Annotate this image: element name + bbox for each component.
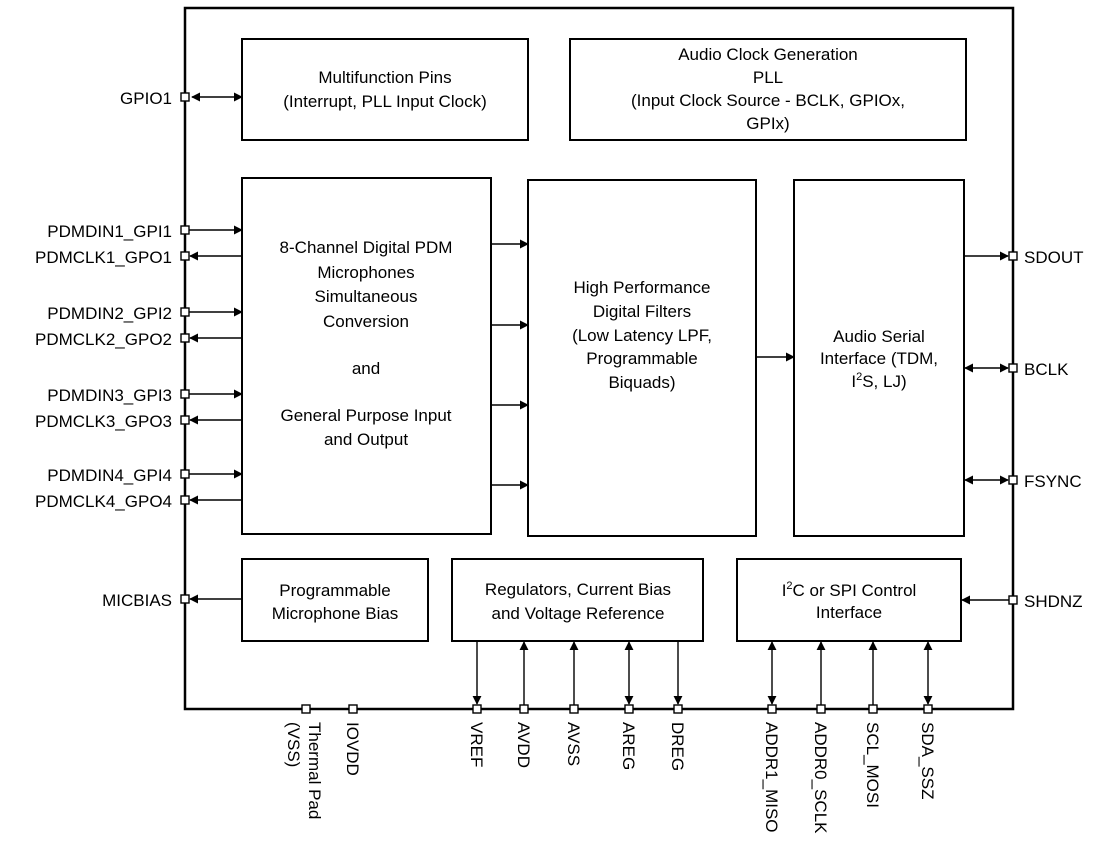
block-label: Microphone Bias [272,604,399,623]
pin-sdout [1008,251,1018,261]
left-pins: GPIO1 PDMDIN1_GPI1 PDMCLK1_GPO1 PDMDIN2_… [35,89,243,610]
pin-label-addr1-miso: ADDR1_MISO [762,722,781,833]
pdm-microphones-block: 8-Channel Digital PDM Microphones Simult… [241,177,492,535]
block-label: Audio Clock Generation [678,45,858,64]
pin-label-dreg: DREG [668,722,687,771]
block-label: High Performance [573,278,710,297]
block-label: Simultaneous [314,287,417,306]
pin-pdmdin3 [180,389,190,399]
block-label: Conversion [323,312,409,331]
block-label: Digital Filters [593,302,691,321]
pin-pdmclk4 [180,495,190,505]
audio-serial-interface-block: Audio Serial Interface (TDM, I2S, LJ) [793,179,965,537]
pin-vref [472,704,482,714]
pin-thermal-pad [301,704,311,714]
block-label: and Output [324,430,408,449]
block-label: Programmable [279,581,391,600]
block-label: Interface (TDM, [820,349,938,368]
block-label: Audio Serial [833,327,925,346]
pin-micbias [180,594,190,604]
block-label: Microphones [317,263,414,282]
pin-pdmclk3 [180,415,190,425]
block-label: Regulators, Current Bias [485,580,671,599]
pin-shdnz [1008,595,1018,605]
pin-pdmdin2 [180,307,190,317]
pin-label-fsync: FSYNC [1024,472,1082,491]
pin-label-thermal-pad: Thermal Pad [305,722,324,819]
control-interface-block: I2C or SPI Control Interface [736,558,962,642]
pin-scl-mosi [868,704,878,714]
pin-label-iovdd: IOVDD [343,722,362,776]
pin-avss [569,704,579,714]
block-label: 8-Channel Digital PDM [280,238,453,257]
pin-label-micbias: MICBIAS [102,591,172,610]
pin-label-sdout: SDOUT [1024,248,1084,267]
block-label: (Interrupt, PLL Input Clock) [283,92,486,111]
multifunction-pins-block: Multifunction Pins (Interrupt, PLL Input… [241,38,529,141]
block-label: and [352,359,380,378]
bottom-pins: (VSS) Thermal Pad IOVDD VREF AVDD AVSS A… [284,641,937,834]
pin-label-avdd: AVDD [514,722,533,768]
block-label: Interface [816,603,882,622]
pin-label-shdnz: SHDNZ [1024,592,1083,611]
pin-pdmdin4 [180,469,190,479]
pin-label-sda-ssz: SDA_SSZ [918,722,937,799]
pin-label-avss: AVSS [564,722,583,766]
block-label: I2C or SPI Control [782,580,917,600]
pin-sda-ssz [923,704,933,714]
block-label: General Purpose Input [280,406,451,425]
pin-label-bclk: BCLK [1024,360,1069,379]
block-label: Multifunction Pins [318,68,451,87]
block-label: (Input Clock Source - BCLK, GPIOx, [631,91,905,110]
block-label: Programmable [586,349,698,368]
block-label: I2S, LJ) [851,371,906,391]
pin-label-pdmclk3: PDMCLK3_GPO3 [35,412,172,431]
right-pins: SDOUT BCLK FSYNC SHDNZ [961,248,1084,611]
pin-pdmclk2 [180,333,190,343]
pin-bclk [1008,363,1018,373]
block-label: GPIx) [746,114,789,133]
pin-label-pdmclk1: PDMCLK1_GPO1 [35,248,172,267]
pin-dreg [673,704,683,714]
audio-clock-block: Audio Clock Generation PLL (Input Clock … [569,38,967,141]
pin-label-scl-mosi: SCL_MOSI [863,722,882,808]
block-label: (Low Latency LPF, [572,326,712,345]
pin-gpio1 [180,92,190,102]
pin-label-pdmclk2: PDMCLK2_GPO2 [35,330,172,349]
pin-label-pdmdin2: PDMDIN2_GPI2 [47,304,172,323]
block-label: PLL [753,68,783,87]
chip-outline [183,6,1015,711]
pin-fsync [1008,475,1018,485]
pin-label-addr0-sclk: ADDR0_SCLK [811,722,830,834]
pin-pdmdin1 [180,225,190,235]
pin-label-vss: (VSS) [284,722,303,767]
block-label: and Voltage Reference [492,604,665,623]
internal-connections [491,239,795,490]
pin-label-pdmclk4: PDMCLK4_GPO4 [35,492,172,511]
pin-label-pdmdin3: PDMDIN3_GPI3 [47,386,172,405]
pin-iovdd [348,704,358,714]
pin-label-vref: VREF [467,722,486,767]
regulators-block: Regulators, Current Bias and Voltage Ref… [451,558,704,642]
pin-label-pdmdin4: PDMDIN4_GPI4 [47,466,172,485]
pin-addr0-sclk [816,704,826,714]
pin-pdmclk1 [180,251,190,261]
digital-filters-block: High Performance Digital Filters (Low La… [527,179,757,537]
microphone-bias-block: Programmable Microphone Bias [241,558,429,642]
pin-avdd [519,704,529,714]
block-label: Biquads) [608,373,675,392]
pin-label-pdmdin1: PDMDIN1_GPI1 [47,222,172,241]
pin-areg [624,704,634,714]
pin-label-gpio1: GPIO1 [120,89,172,108]
pin-addr1-miso [767,704,777,714]
pin-label-areg: AREG [619,722,638,770]
